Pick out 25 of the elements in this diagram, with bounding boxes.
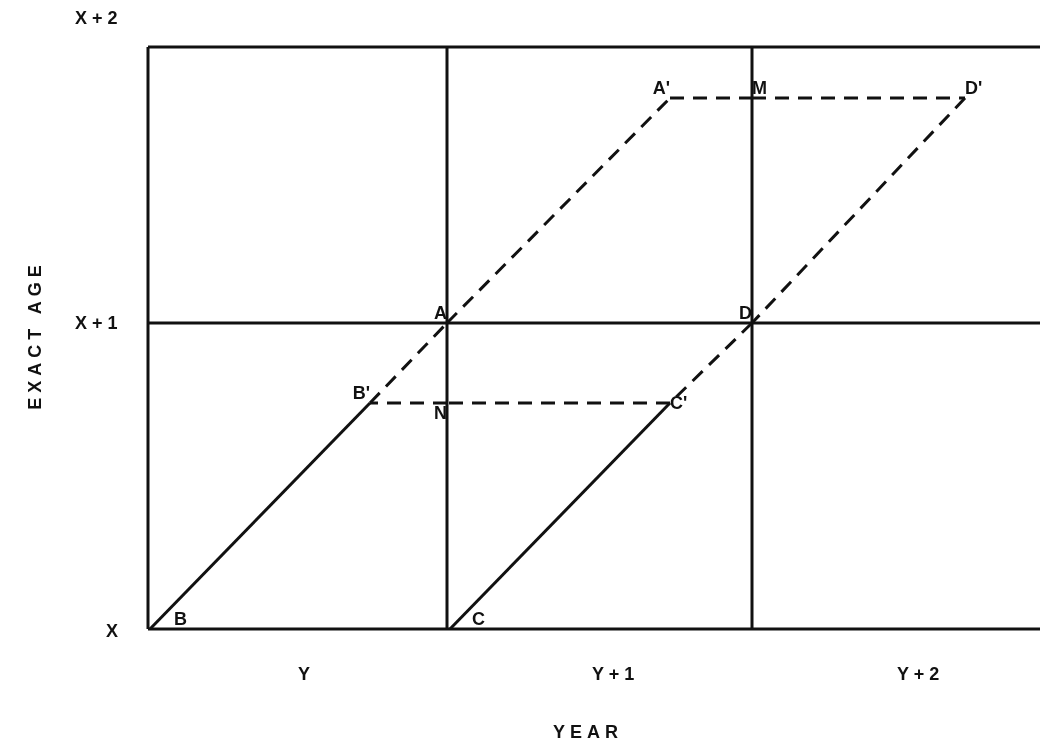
axis-title: EXACT AGE: [25, 260, 45, 410]
point-label: C: [450, 609, 485, 629]
point-label: C': [670, 393, 688, 413]
axis-tick-label: Y: [298, 664, 310, 684]
axis-tick-label: Y + 1: [592, 664, 635, 684]
dashed-line: [370, 401, 447, 405]
point-label: N: [434, 403, 447, 423]
axis-tick-label: X + 2: [75, 8, 118, 28]
axis-tick-label: X: [106, 621, 118, 641]
axis-tick-label: X + 1: [75, 313, 118, 333]
point-label: B': [352, 383, 370, 403]
point-label: B: [150, 609, 187, 629]
dashed-line: [670, 96, 752, 100]
point-label: A: [434, 303, 447, 323]
dashed-line: [752, 96, 965, 100]
solid-line: [448, 401, 672, 631]
point-label: M: [752, 78, 767, 98]
point-label: A': [652, 78, 670, 98]
dashed-line: [447, 401, 670, 405]
point-label: D': [965, 78, 983, 98]
dashed-line: [750, 96, 967, 325]
axis-title: YEAR: [553, 722, 623, 742]
axis-tick-label: Y + 2: [897, 664, 940, 684]
solid-line: [148, 401, 372, 631]
point-label: D: [739, 303, 752, 323]
